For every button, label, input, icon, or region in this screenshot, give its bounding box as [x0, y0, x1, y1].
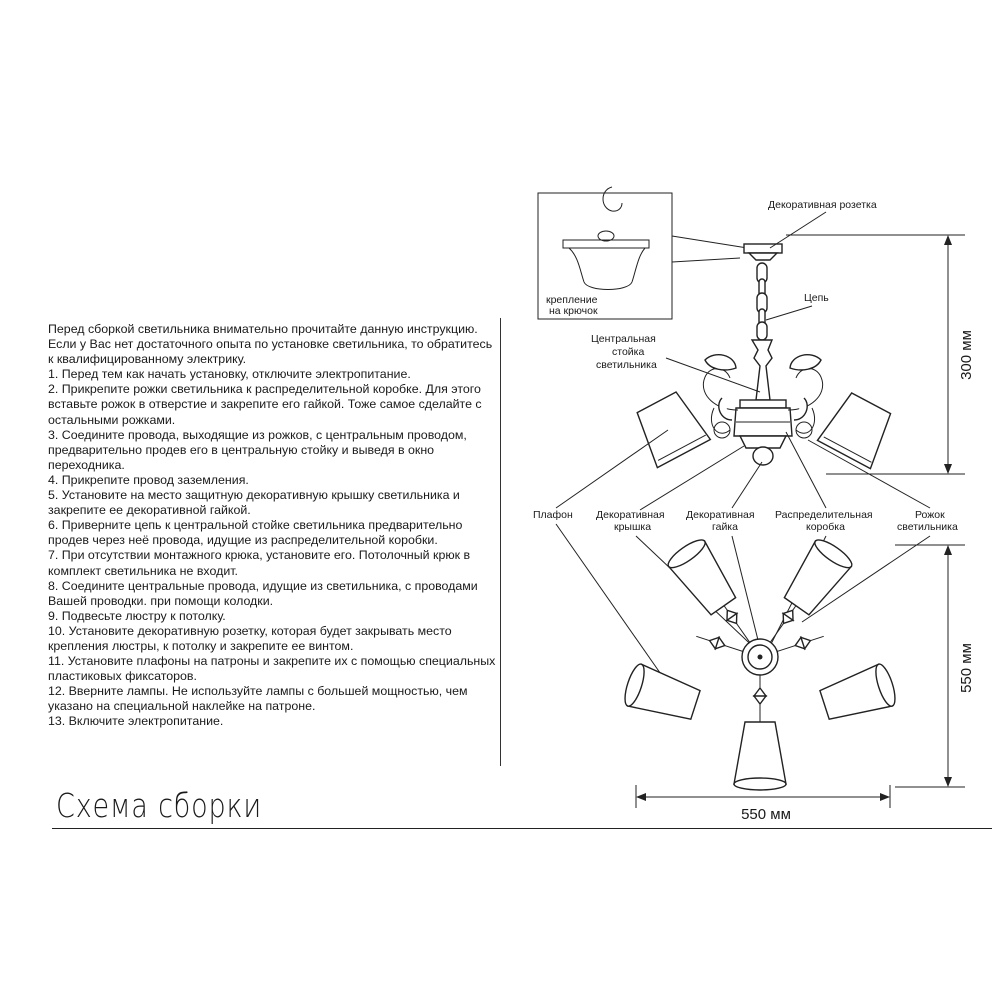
shade-left-body [636, 391, 712, 469]
decorative-nut [752, 446, 774, 466]
shade-right [819, 663, 896, 720]
leaf-right [789, 354, 822, 371]
chain-link [756, 321, 768, 341]
chandelier-top-view [624, 539, 896, 791]
nut-leader-bottom [731, 535, 763, 657]
shade-top-right-rim [814, 539, 853, 569]
instruction-step: 12. Вверните лампы. Не используйте лампы… [48, 684, 468, 714]
arm-top-right-joint [781, 609, 795, 625]
arm-bottom-joint [752, 686, 768, 706]
arm-right-joint [794, 635, 812, 651]
instruction-step: 2. Прикрепите рожки светильника к распре… [48, 382, 482, 427]
height-dimension: 300 мм [786, 234, 975, 475]
stand-label: светильника [596, 359, 657, 371]
column-divider [500, 318, 501, 766]
instruction-step: 10. Установите декоративную розетку, кот… [48, 623, 452, 653]
shade-leader-bottom [555, 523, 673, 691]
chain-leader [765, 305, 813, 321]
curl-right-ring [795, 421, 813, 439]
instruction-step: 7. При отсутствии монтажного крюка, уста… [48, 548, 471, 578]
shade-left-rim [657, 434, 706, 461]
hook-detail-inset: крепление на крючок [537, 186, 761, 320]
assembly-instructions: Перед сборкой светильника внимательно пр… [48, 322, 500, 730]
inset-rosette-rim [562, 239, 650, 249]
box-label: Распределительная [775, 509, 873, 521]
instruction-step: 3. Соедините провода, выходящие из рожко… [48, 427, 467, 472]
distribution-box-top [739, 399, 787, 409]
rosette-base [747, 252, 779, 261]
nut-leader-top [731, 461, 763, 509]
leaf-left [704, 354, 737, 371]
diameter-vertical-dimension: 550 мм [895, 544, 975, 788]
inset-hook-loop [597, 230, 615, 242]
arm-left-joint [708, 635, 726, 651]
cover-label: крышка [614, 521, 651, 533]
hook-label: крепление [546, 294, 598, 306]
shade-top-right [783, 539, 853, 616]
instruction-step: 8. Соедините центральные провода, идущие… [48, 578, 478, 608]
inset-callout-bottom [671, 257, 741, 263]
instruction-step: 4. Прикрепите провод заземления. [48, 472, 249, 487]
height-value: 300 мм [958, 330, 975, 380]
inset-rosette-cup [568, 247, 646, 290]
arm-label: Рожок [915, 509, 945, 521]
hook-icon [602, 186, 623, 212]
shade-right-rim [875, 663, 896, 707]
instructions-intro: Перед сборкой светильника внимательно пр… [48, 322, 493, 367]
box-label: коробка [806, 521, 845, 533]
diameter-vertical-value: 550 мм [958, 643, 975, 693]
instruction-step: 11. Установите плафоны на патроны и закр… [48, 654, 496, 684]
arm-leader-bottom [801, 535, 931, 623]
instruction-step: 6. Привернитe цепь к центральной стойке … [48, 518, 463, 548]
callout-leaders [555, 429, 931, 691]
cover-label: Декоративная [596, 509, 665, 521]
leaf-right-lower [793, 397, 808, 421]
shade-right-side [816, 392, 892, 470]
shade-left-side [636, 391, 712, 469]
decorative-rosette [743, 243, 783, 254]
shade-bottom-rim [733, 777, 787, 791]
decorative-cover [738, 435, 788, 449]
diameter-horizontal-value: 550 мм [741, 806, 791, 823]
shade-label: Плафон [533, 509, 573, 521]
shade-top-left [667, 539, 737, 616]
arm-top-left-joint [725, 609, 739, 625]
instruction-step: 13. Включите электропитание. [48, 714, 224, 729]
instruction-step: 1. Перед тем как начать установку, отклю… [48, 367, 411, 382]
chandelier-side-view [636, 243, 892, 470]
stand-label: Центральная [591, 333, 656, 345]
shade-right-rim [823, 436, 872, 463]
hub-center [757, 654, 763, 660]
box-leader-top [785, 431, 827, 509]
rosette-leader [769, 211, 827, 249]
nut-label: гайка [712, 521, 738, 533]
chain-label: Цепь [804, 292, 829, 304]
page-title: Схема сборки [56, 786, 263, 825]
shade-bottom-body [733, 721, 787, 785]
shade-bottom [733, 721, 787, 791]
shade-top-left-rim [667, 539, 706, 569]
shade-leader-top [555, 429, 669, 509]
hook-label: на крючок [549, 305, 598, 317]
rosette-label: Декоративная розетка [768, 199, 877, 211]
shade-right-body [816, 392, 892, 470]
arm-bottom [752, 657, 768, 722]
nut-label: Декоративная [686, 509, 755, 521]
stand-label: стойка [612, 346, 644, 358]
diameter-horizontal-dimension: 550 мм [635, 785, 891, 823]
instruction-step: 5. Установите на место защитную декорати… [48, 488, 460, 518]
title-underline [52, 828, 992, 829]
shade-left [624, 663, 701, 720]
shade-left-rim [624, 663, 645, 707]
cover-leader-top [639, 445, 745, 511]
inset-frame [537, 192, 673, 320]
curl-left-ring [713, 421, 731, 439]
central-stand [750, 339, 774, 401]
chain [756, 262, 768, 341]
arm-label: светильника [897, 521, 958, 533]
instruction-step: 9. Подвесьте люстру к потолку. [48, 608, 226, 623]
stand-leader [665, 357, 761, 393]
leaf-left-lower [718, 397, 733, 421]
